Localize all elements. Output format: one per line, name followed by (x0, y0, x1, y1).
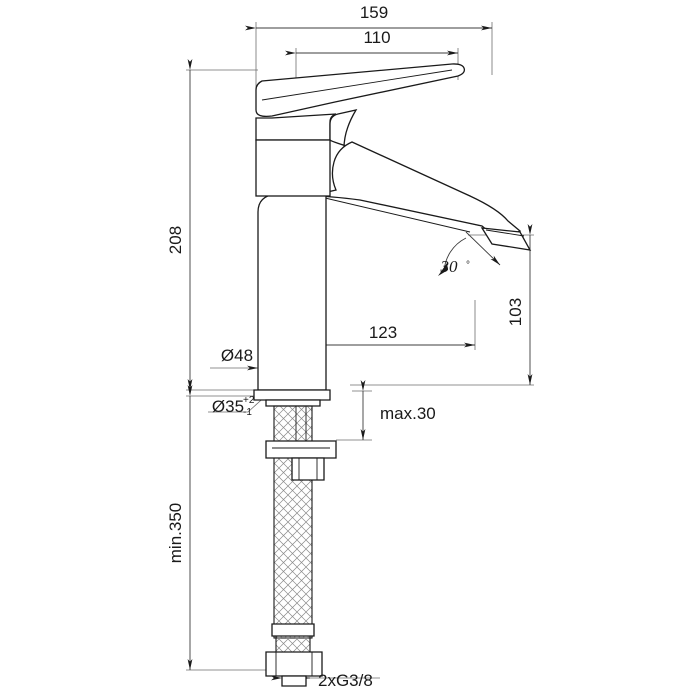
faucet-body-column (257, 193, 327, 391)
hose-ferrule-thread (275, 635, 311, 653)
lever-highlight-line (261, 69, 453, 101)
faucet-geometry (253, 63, 532, 407)
label-handle-width: 110 (363, 28, 390, 47)
label-spout-angle-unit: ° (466, 260, 470, 271)
angle-arrow-left (438, 263, 448, 276)
mounting-clamp-plate (265, 440, 337, 459)
faucet-handle-base (255, 113, 337, 141)
label-body-diameter: Ø48 (221, 346, 253, 365)
label-spout-height: 103 (506, 298, 525, 326)
label-max-counter-thickness: max.30 (380, 404, 436, 423)
label-hole-diameter: Ø35 (212, 397, 244, 416)
faucet-upper-column (255, 139, 331, 197)
hose-ferrule-upper (271, 623, 315, 637)
angle-leader-30 (465, 231, 501, 266)
supply-assembly (265, 405, 337, 687)
connection-tail-g38 (281, 675, 307, 687)
label-overall-height: 208 (166, 226, 185, 254)
label-hole-tolerance-upper: +2 (243, 395, 255, 406)
connection-nut-g38 (265, 651, 323, 677)
label-overall-width: 159 (360, 3, 388, 22)
mounting-hex-nut (291, 457, 325, 481)
spout-highlight-line (307, 193, 471, 233)
faucet-base-washer (265, 399, 321, 407)
label-spout-angle: 30 (440, 257, 459, 276)
aerator-edge-line (485, 229, 525, 237)
faucet-base-flange (253, 389, 331, 401)
label-min-hose-length: min.350 (166, 503, 185, 563)
faucet-lever-handle (255, 63, 466, 118)
label-connection-thread: 2xG3/8 (318, 671, 373, 690)
dimension-labels: 159 110 208 min.350 Ø48 Ø35 +2 -1 123 10… (166, 3, 525, 690)
label-hole-tolerance-lower: -1 (243, 407, 252, 418)
faucet-spout-arm (309, 141, 522, 242)
label-spout-reach: 123 (369, 323, 397, 342)
faucet-aerator-outlet (480, 227, 532, 251)
